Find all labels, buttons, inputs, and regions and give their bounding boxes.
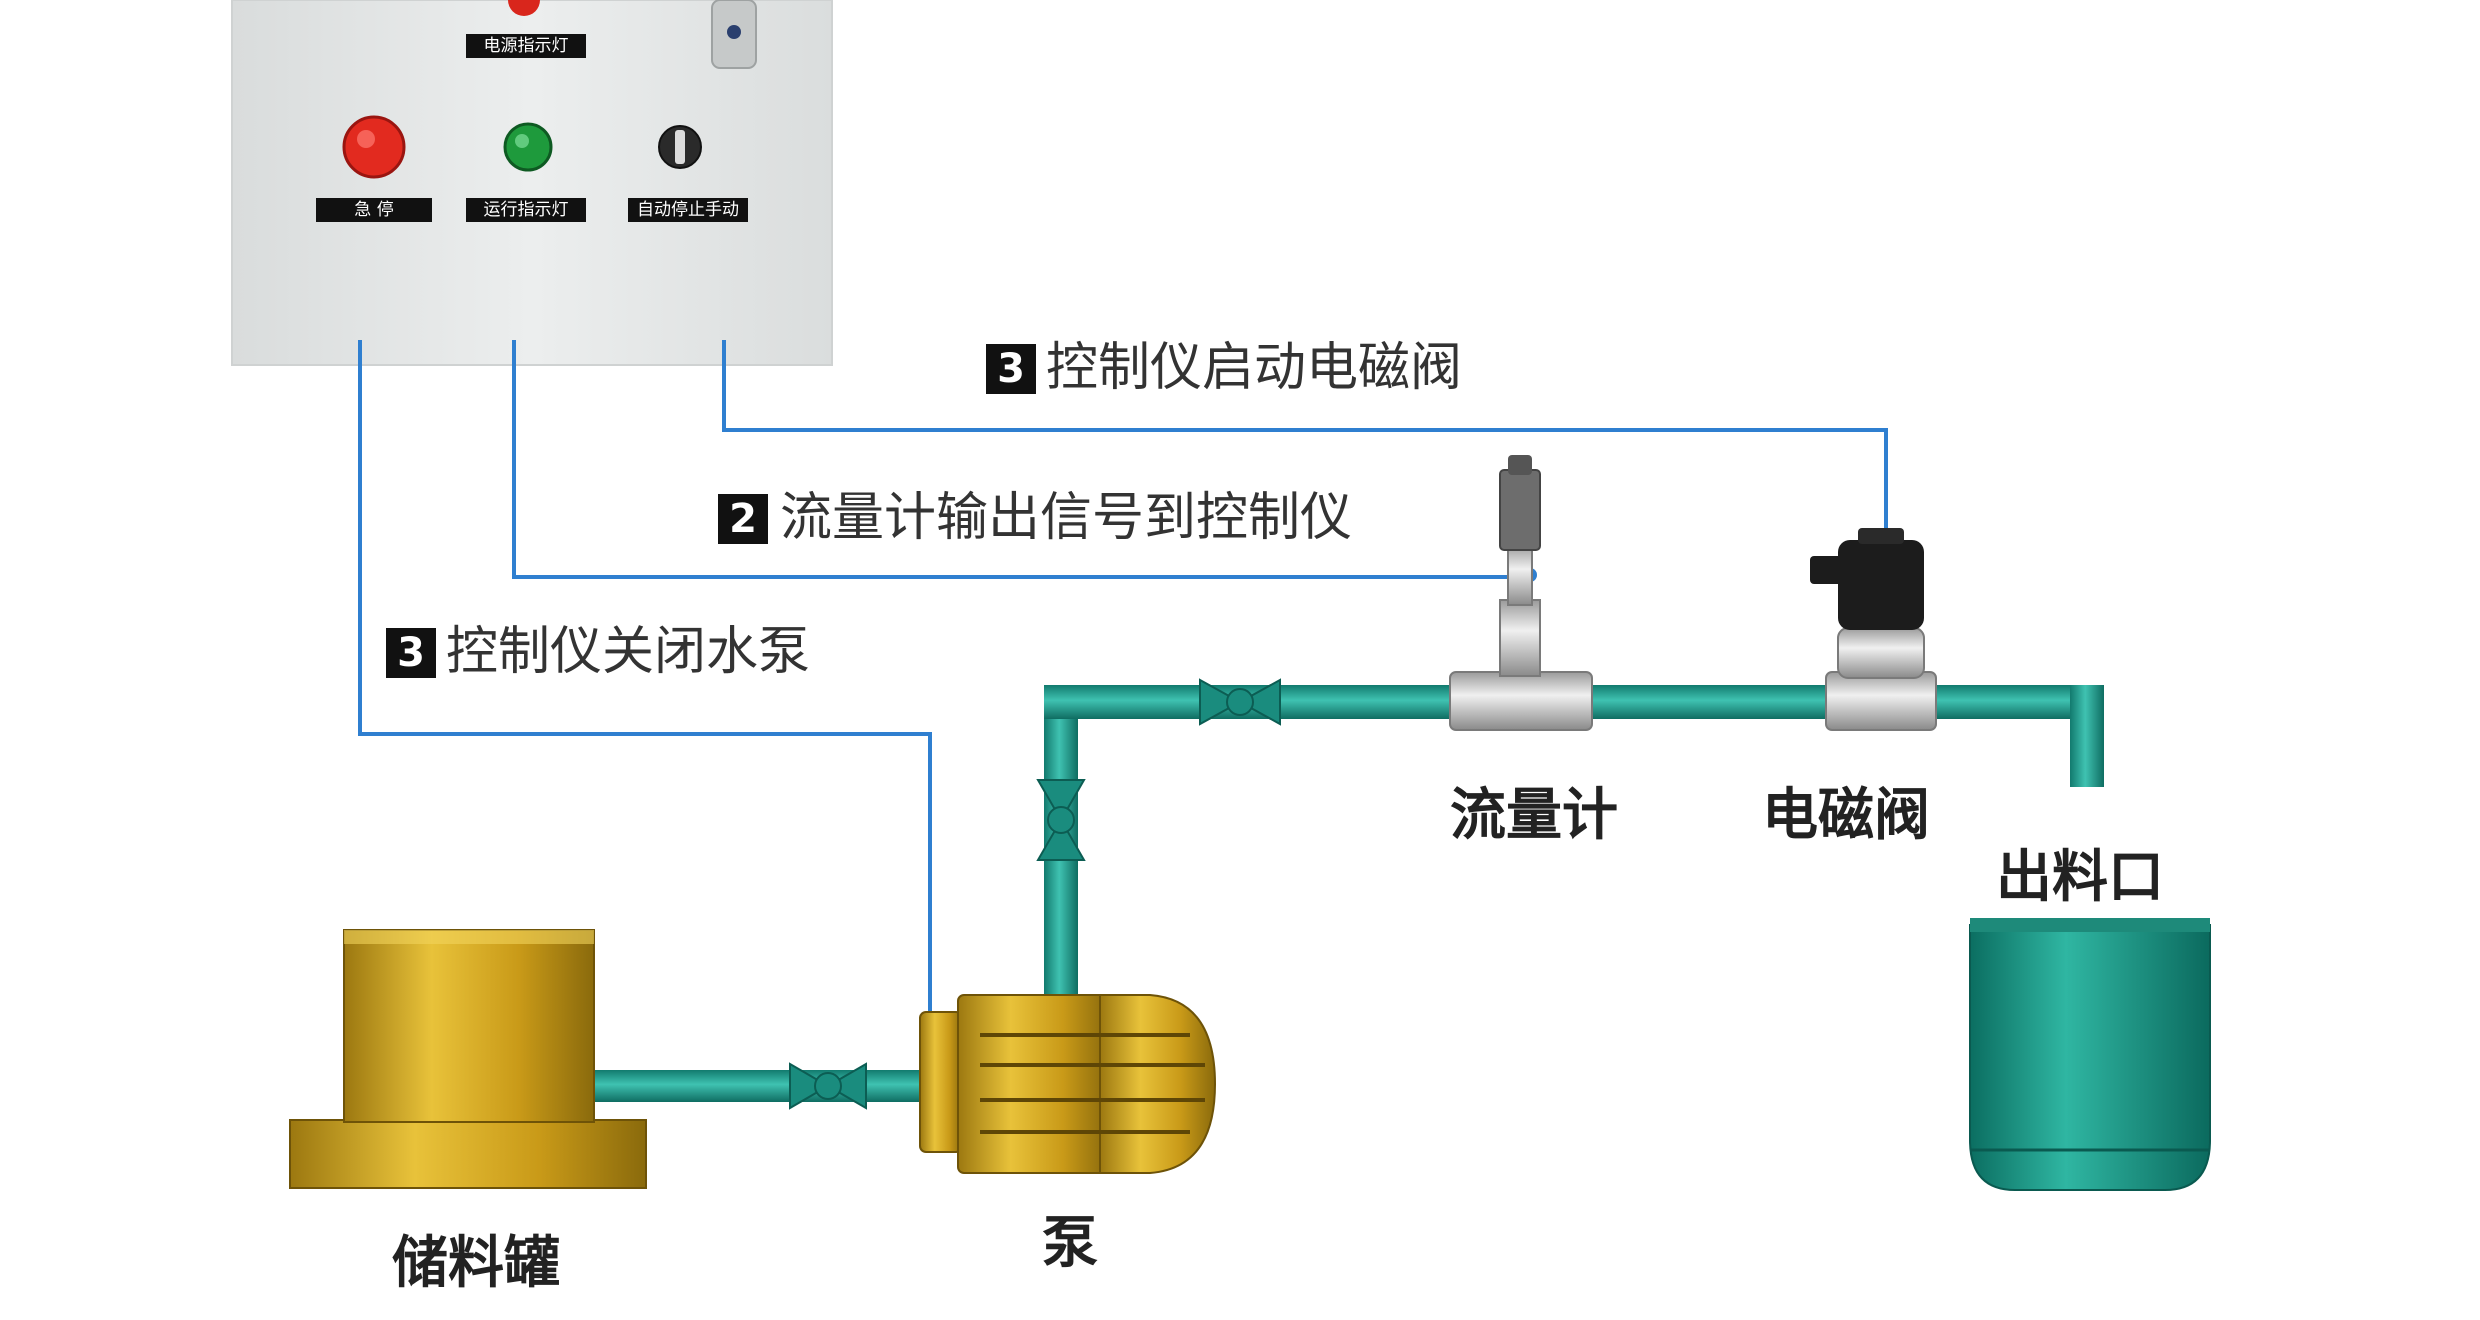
pipework [590, 685, 2104, 1102]
pump [919, 994, 1217, 1174]
inline-valve-vertical [1036, 779, 1086, 861]
storage-tank [289, 929, 647, 1189]
storage-tank-label: 储料罐 [392, 1231, 560, 1296]
run-indicator-lamp [503, 122, 553, 172]
mode-switch-label: 自动停止手动 [628, 198, 748, 222]
solenoid-valve-label: 电磁阀 [1762, 783, 1930, 848]
run-light-label: 运行指示灯 [466, 198, 586, 222]
emergency-stop-button[interactable] [342, 115, 406, 179]
step-badge-valve-start: 3 [986, 344, 1036, 394]
flowmeter-label: 流量计 [1450, 783, 1618, 848]
step-text-pump-stop: 控制仪关闭水泵 [446, 622, 811, 682]
inline-valve-horizontal [1199, 678, 1281, 726]
solenoid-valve [1810, 528, 1937, 731]
step-badge-pump-stop: 3 [386, 628, 436, 678]
step-badge-flow-signal: 2 [718, 494, 768, 544]
pump-label: 泵 [1042, 1211, 1098, 1276]
outlet-label: 出料口 [1996, 845, 2164, 910]
outlet-tank [1969, 918, 2211, 1191]
emergency-stop-label: 急 停 [316, 198, 432, 222]
power-light-label: 电源指示灯 [466, 34, 586, 58]
inline-valve-tank-line [789, 1062, 867, 1110]
wire-valve-start [722, 340, 1888, 535]
control-panel [231, 0, 833, 366]
step-text-valve-start: 控制仪启动电磁阀 [1046, 338, 1463, 398]
step-text-flow-signal: 流量计输出信号到控制仪 [780, 488, 1353, 548]
wire-pump-stop [358, 340, 932, 1030]
flowmeter [1449, 455, 1593, 731]
power-indicator-lamp [508, 0, 540, 16]
